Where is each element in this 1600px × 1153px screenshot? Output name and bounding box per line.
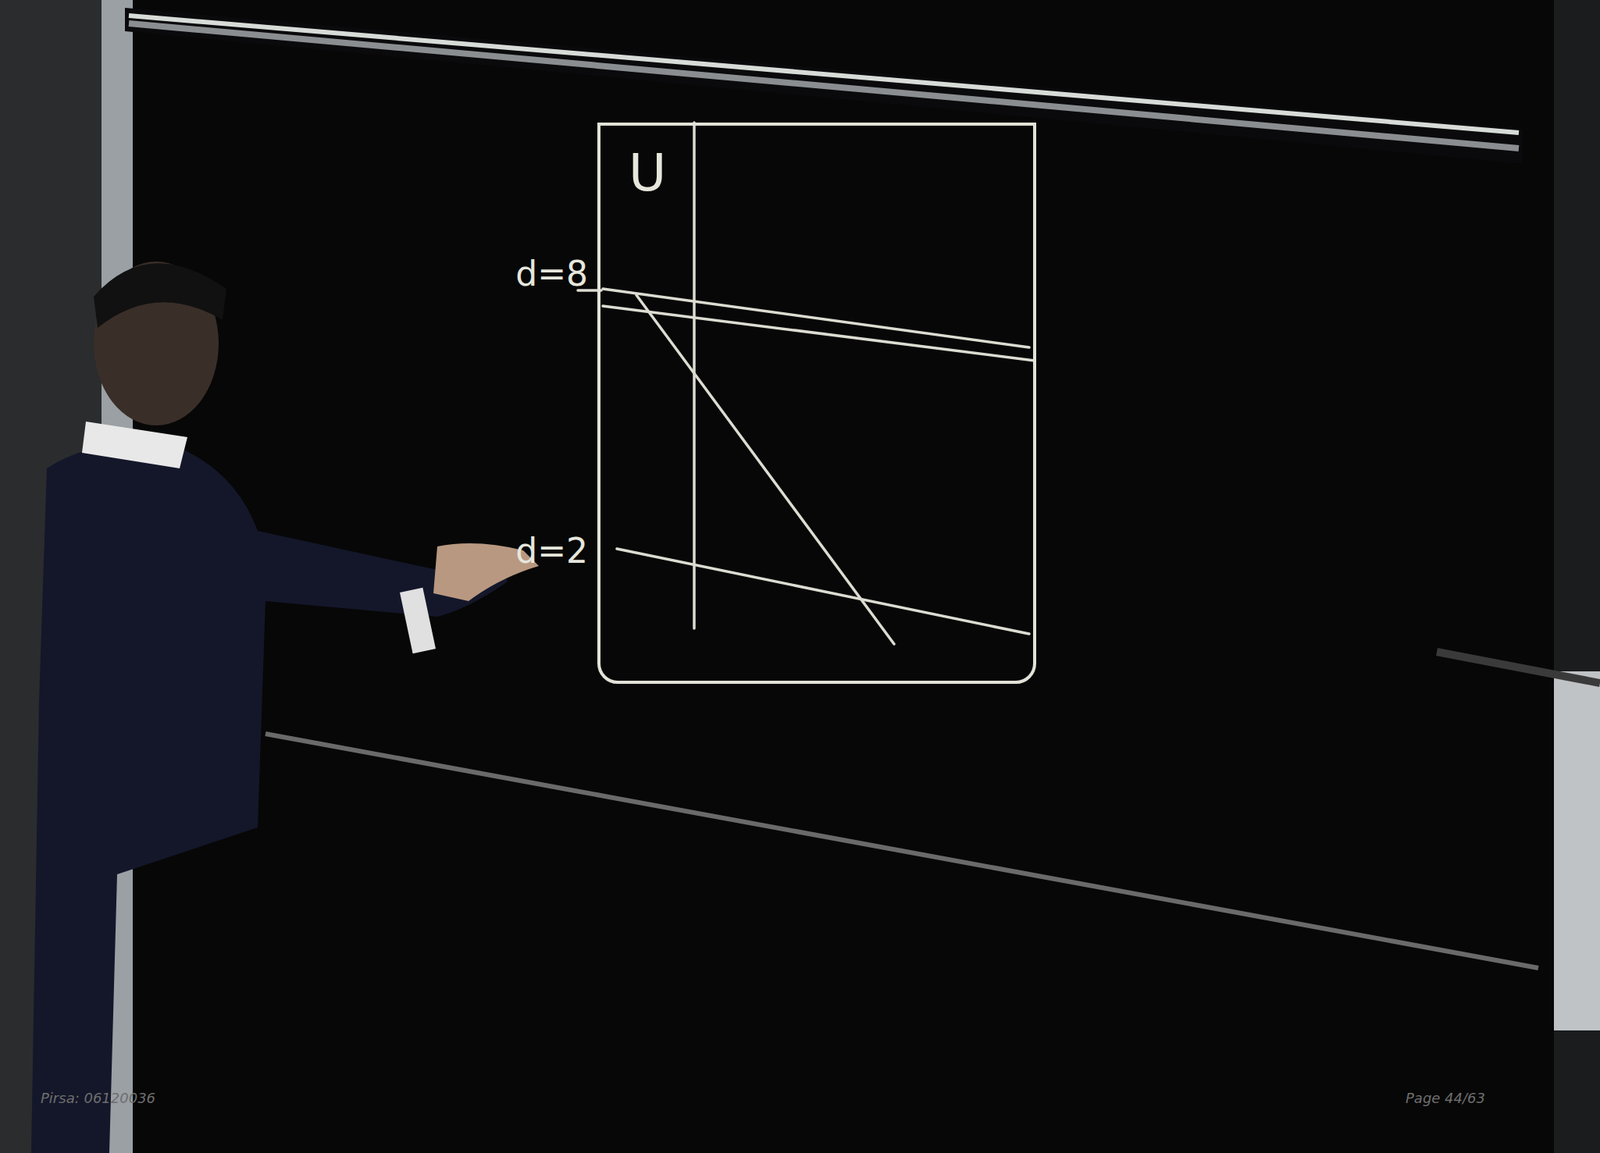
chalk-label: d=2 [515,530,588,571]
watermark: Page 44/63 [1405,1090,1486,1107]
watermark: Pirsa: 06120036 [40,1090,156,1107]
chalk-label: d=8 [515,253,588,294]
chalk-box: U [597,122,1037,685]
box-symbol: U [628,142,667,204]
